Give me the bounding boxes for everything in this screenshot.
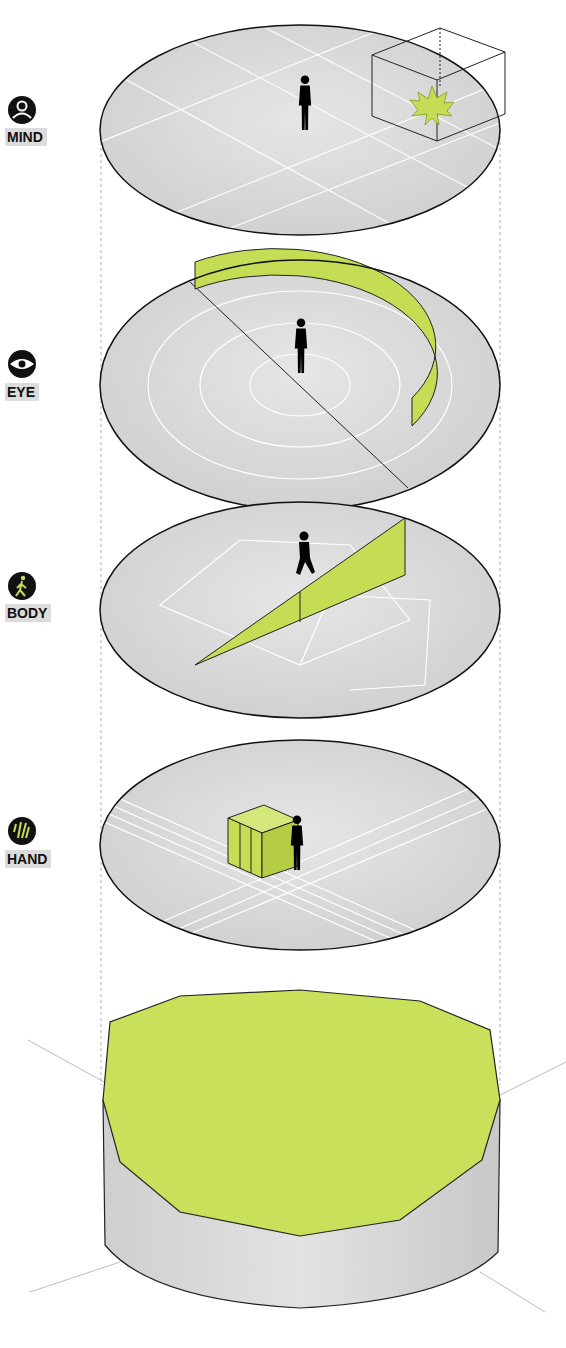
- layer-label: MIND: [5, 128, 47, 146]
- layer-label: HAND: [5, 850, 51, 868]
- layer-label: EYE: [5, 383, 39, 401]
- mind-icon: [8, 96, 36, 124]
- eye-icon: [8, 350, 36, 378]
- mind-disc: [80, 25, 520, 240]
- cube: [228, 805, 298, 878]
- runner: [296, 532, 315, 576]
- wire-box: [372, 28, 505, 141]
- ramp: [195, 518, 405, 665]
- body-icon: [8, 572, 36, 600]
- eye-disc: [100, 249, 500, 510]
- ground-block: [28, 990, 566, 1312]
- hand-disc: [100, 740, 520, 965]
- curved-wall: [195, 249, 437, 426]
- person: [299, 75, 311, 130]
- body-disc: [100, 502, 500, 718]
- hand-icon: [8, 817, 36, 845]
- leaf: [410, 86, 454, 125]
- person: [295, 318, 307, 373]
- layer-label: BODY: [5, 604, 51, 622]
- guide-lines: [101, 130, 500, 1085]
- person: [291, 815, 303, 870]
